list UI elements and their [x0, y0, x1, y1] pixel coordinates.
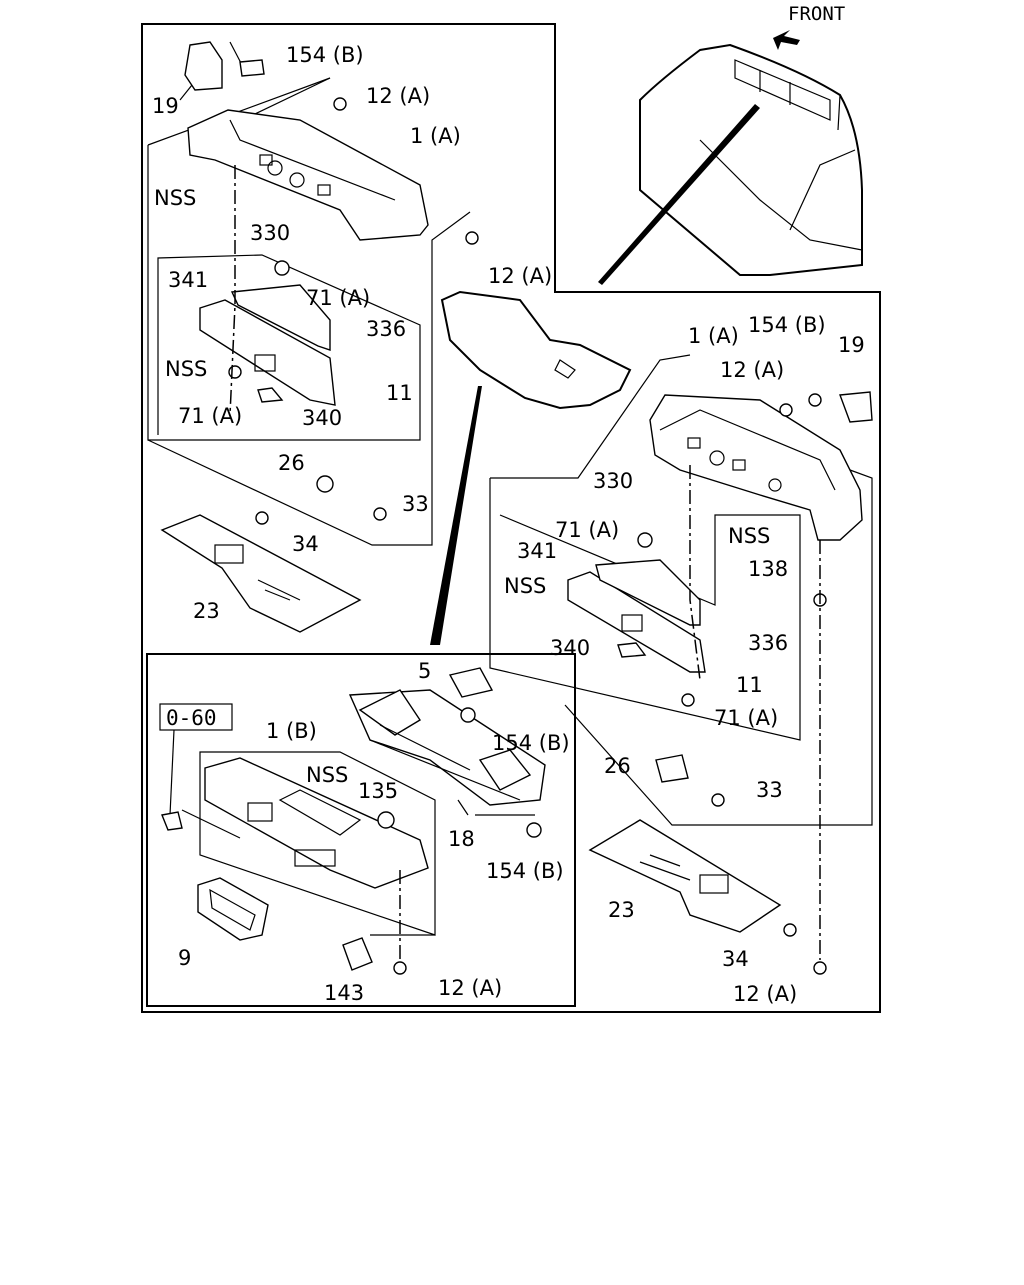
outer-frame — [141, 23, 881, 1013]
label-154b: 154 (B) — [286, 43, 364, 67]
label-r-341: 341 — [517, 539, 557, 563]
label-341: 341 — [168, 268, 208, 292]
bottom-group — [161, 667, 546, 975]
label-r-nss-top: NSS — [728, 524, 770, 548]
label-b-nss: NSS — [306, 763, 348, 787]
label-b-154b-top: 154 (B) — [492, 731, 570, 755]
ref-box — [159, 703, 233, 731]
right-group — [489, 354, 873, 975]
label-330: 330 — [250, 221, 290, 245]
label-71a-bot: 71 (A) — [178, 404, 242, 428]
label-r-1a: 1 (A) — [688, 324, 739, 348]
left-upper-group — [147, 41, 479, 633]
label-b-18: 18 — [448, 827, 475, 851]
label-r-154b: 154 (B) — [748, 313, 826, 337]
label-nss-top: NSS — [154, 186, 196, 210]
label-r-nss-inner: NSS — [504, 574, 546, 598]
center-glovebox — [430, 290, 632, 645]
label-34: 34 — [292, 532, 319, 556]
cab-illustration — [598, 30, 863, 285]
label-r-23: 23 — [608, 898, 635, 922]
label-r-71a-bot: 71 (A) — [714, 706, 778, 730]
label-b-135: 135 — [358, 779, 398, 803]
label-r-12a: 12 (A) — [720, 358, 784, 382]
label-r-330: 330 — [593, 469, 633, 493]
label-b-1b: 1 (B) — [266, 719, 317, 743]
label-r-26: 26 — [604, 754, 631, 778]
label-23: 23 — [193, 599, 220, 623]
label-r-34: 34 — [722, 947, 749, 971]
label-b-9: 9 — [178, 946, 191, 970]
label-340: 340 — [302, 406, 342, 430]
label-r-12a-bot: 12 (A) — [733, 982, 797, 1006]
label-b-143: 143 — [324, 981, 364, 1005]
label-r-336: 336 — [748, 631, 788, 655]
label-b-154b-bot: 154 (B) — [486, 859, 564, 883]
label-71a-top: 71 (A) — [306, 286, 370, 310]
label-r-33: 33 — [756, 778, 783, 802]
label-r-11: 11 — [736, 673, 763, 697]
label-12a-mid: 12 (A) — [488, 264, 552, 288]
label-1a: 1 (A) — [410, 124, 461, 148]
front-label: FRONT — [788, 3, 845, 25]
label-33: 33 — [402, 492, 429, 516]
label-nss-inner: NSS — [165, 357, 207, 381]
label-11: 11 — [386, 381, 413, 405]
label-336: 336 — [366, 317, 406, 341]
label-26: 26 — [278, 451, 305, 475]
bottom-left-frame — [146, 653, 576, 1007]
label-r-138: 138 — [748, 557, 788, 581]
label-b-5: 5 — [418, 659, 431, 683]
label-r-340: 340 — [550, 636, 590, 660]
label-r-19: 19 — [838, 333, 865, 357]
label-19: 19 — [152, 94, 179, 118]
label-r-71a-top: 71 (A) — [555, 518, 619, 542]
ref-box-label: 0-60 — [166, 706, 217, 730]
label-b-12a: 12 (A) — [438, 976, 502, 1000]
label-12a-top: 12 (A) — [366, 84, 430, 108]
